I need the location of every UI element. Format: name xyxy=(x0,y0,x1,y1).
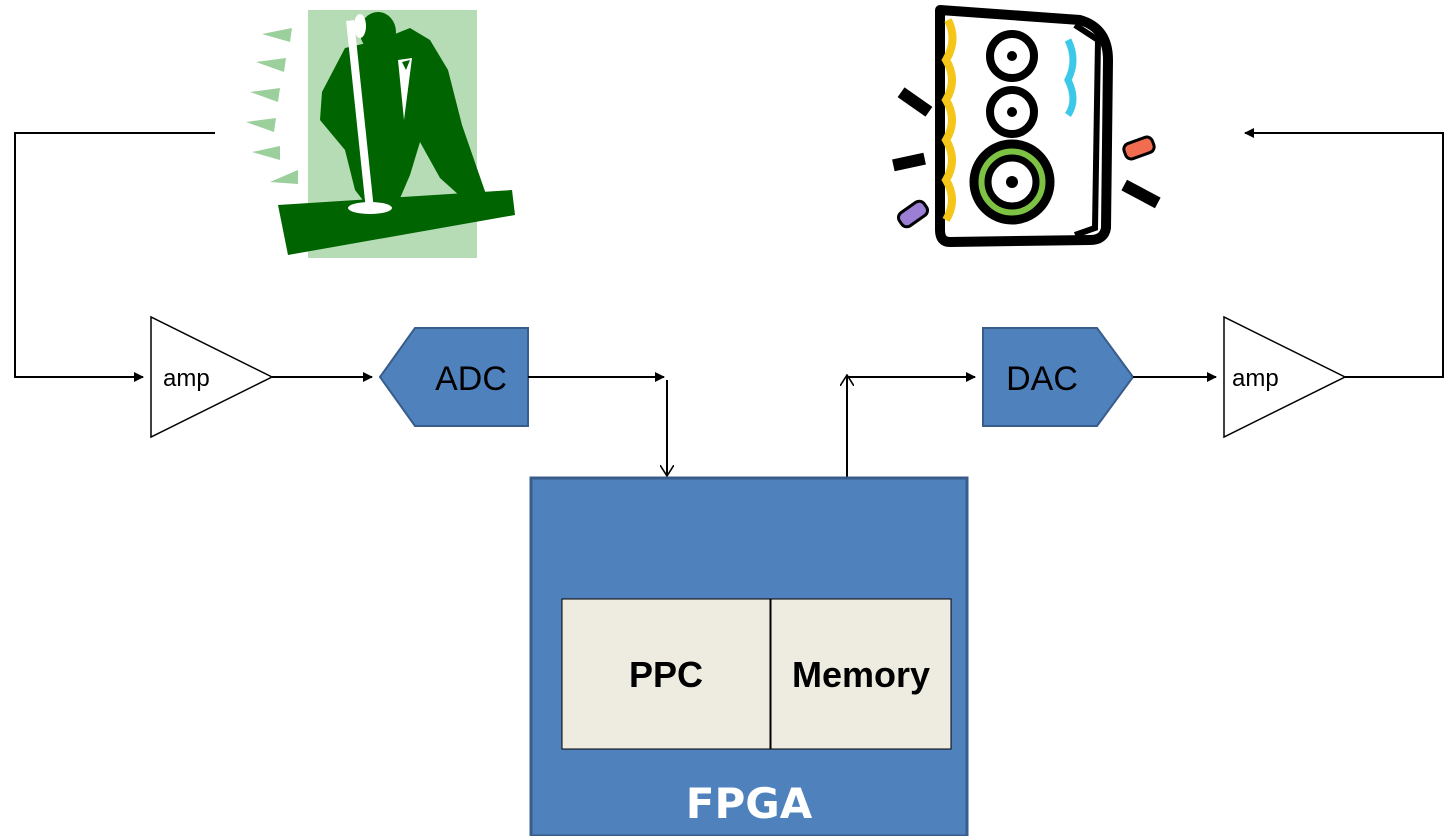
speaker-feed-wire xyxy=(1244,128,1444,378)
input-amp: amp xyxy=(150,315,274,439)
fpga-label: FPGA xyxy=(686,779,813,828)
adc-label: ADC xyxy=(435,360,507,398)
output-amp: amp xyxy=(1223,315,1347,439)
output-amp-label: amp xyxy=(1232,365,1279,392)
memory-label: Memory xyxy=(792,654,930,695)
mic-feed-wire xyxy=(14,132,215,382)
fpga-block: PPC Memory FPGA xyxy=(529,476,969,836)
singer-icon xyxy=(246,10,515,258)
adc-block: ADC xyxy=(378,327,529,427)
speaker-icon xyxy=(892,5,1161,247)
ppc-block: PPC xyxy=(561,598,771,750)
dac-label: DAC xyxy=(1006,360,1078,398)
ppc-label: PPC xyxy=(629,654,703,695)
memory-block: Memory xyxy=(770,598,952,750)
input-amp-label: amp xyxy=(163,365,210,392)
dac-block: DAC xyxy=(982,327,1135,427)
